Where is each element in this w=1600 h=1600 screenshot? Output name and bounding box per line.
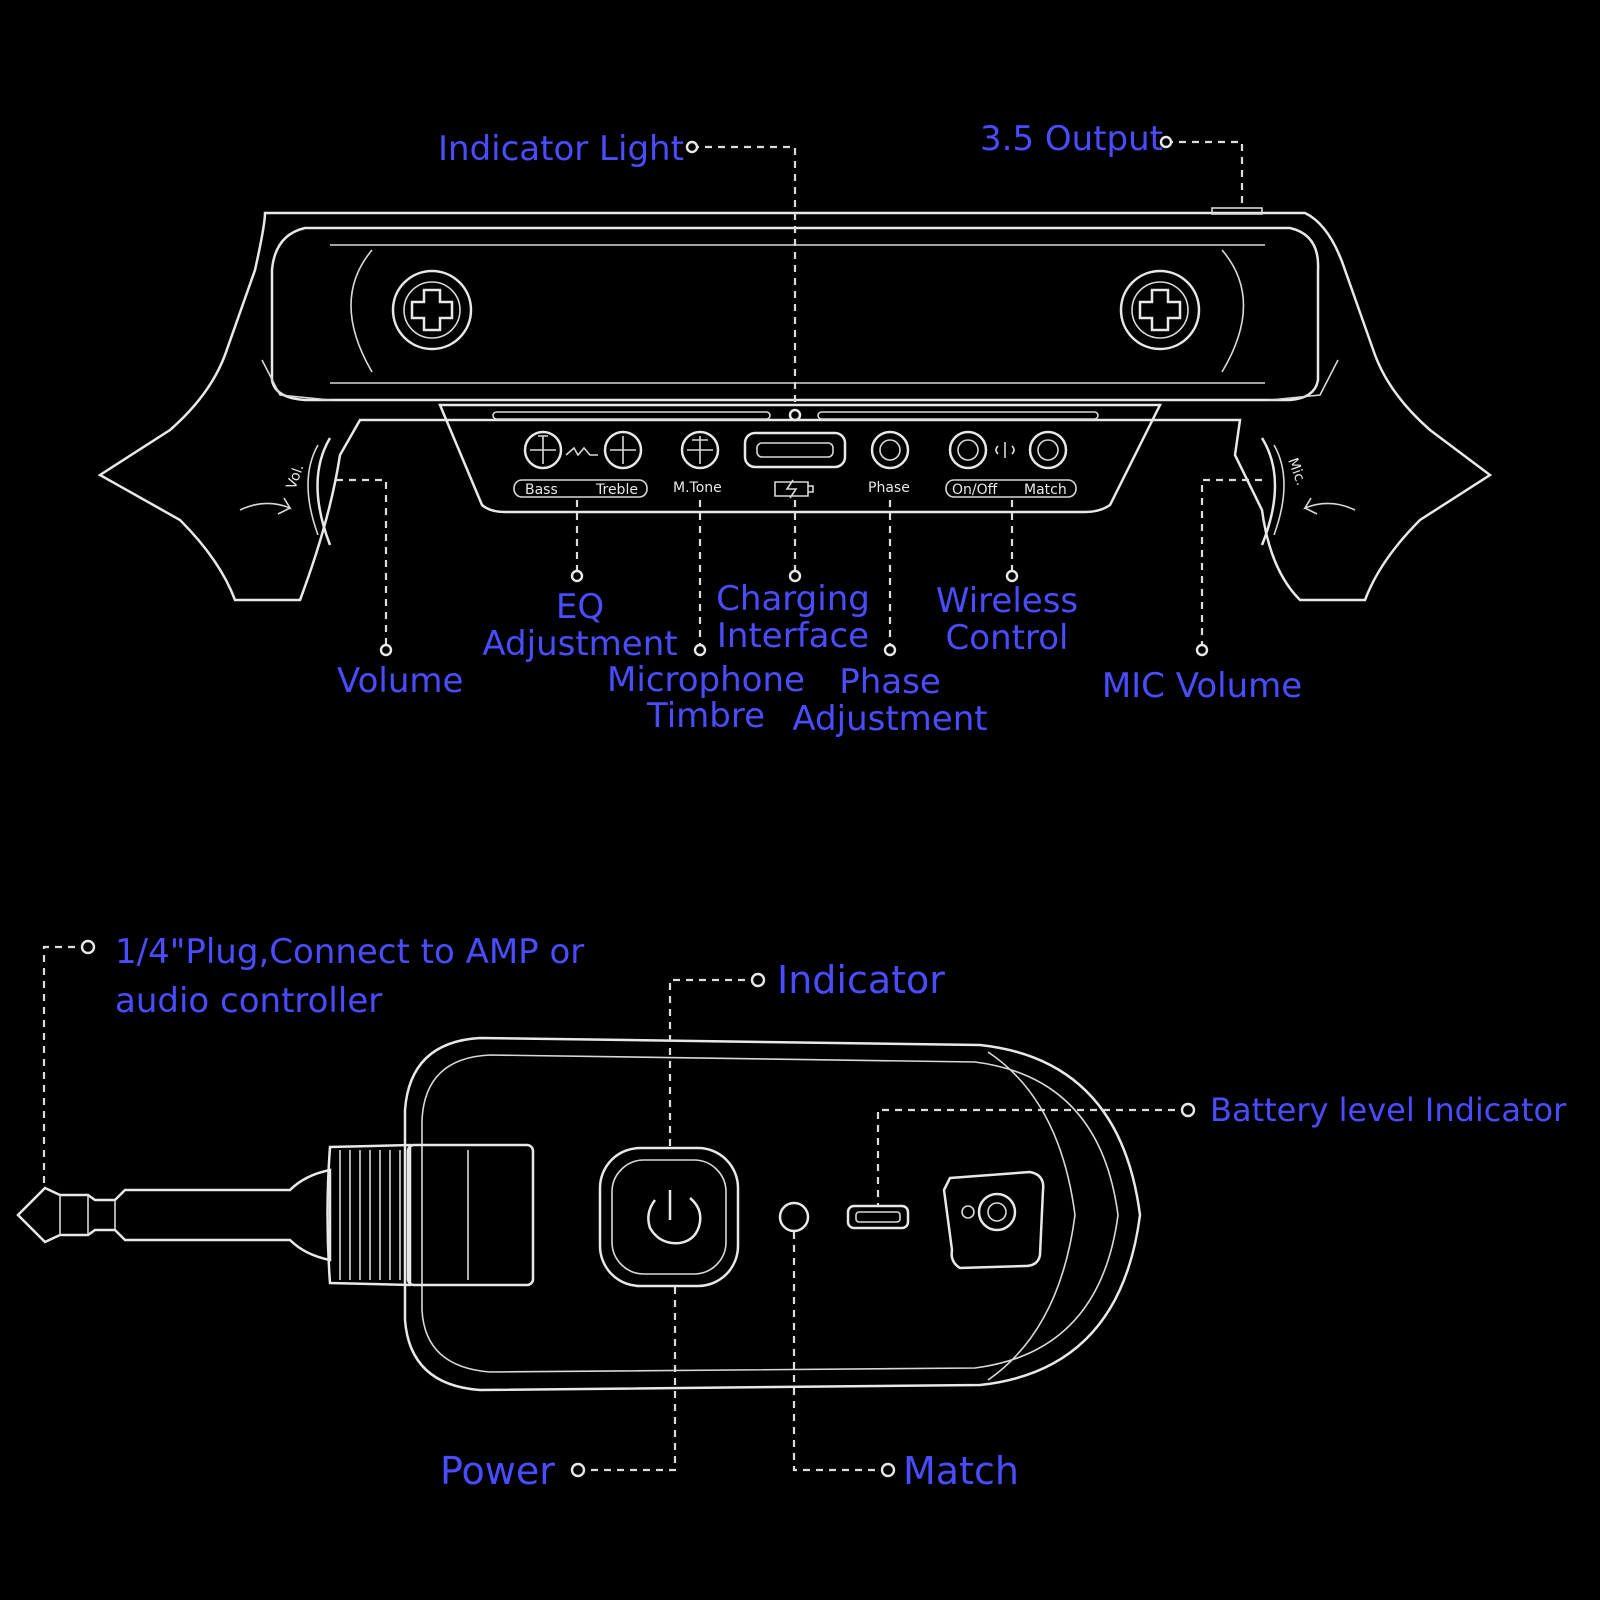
charging-port-icon (743, 431, 847, 469)
knurled-nut (326, 1143, 412, 1287)
eq-label-line1: EQ (556, 587, 604, 627)
phase-panel-label: Phase (868, 480, 910, 496)
receiver-body-outline (97, 211, 1493, 602)
match-panel-label: Match (1024, 482, 1067, 498)
volume-label: Volume (337, 661, 463, 701)
plug-label-line2: audio controller (115, 981, 382, 1021)
mic-wheel-label: Mic. (1284, 456, 1309, 488)
left-screw-icon (391, 269, 473, 351)
plug-housing (406, 1143, 535, 1287)
mic-wheel-icon: Mic. (1260, 437, 1356, 546)
wireless-label-line2: Control (946, 618, 1069, 658)
power-label: Power (440, 1449, 555, 1493)
transmitter-body-outline (403, 1036, 1142, 1392)
battery-charge-icon (774, 479, 814, 499)
bass-knob-icon (523, 430, 563, 470)
indicator-light-label: Indicator Light (438, 129, 684, 169)
output-jack-icon (1211, 207, 1263, 215)
mic-volume-label: MIC Volume (1102, 666, 1302, 706)
transmitter-leader-lines (42, 939, 1196, 1478)
wireless-symbol-icon (995, 442, 1015, 458)
eq-label-line2: Adjustment (482, 624, 677, 664)
onoff-panel-label: On/Off (952, 482, 998, 498)
onoff-button-icon (948, 430, 988, 470)
charging-label-line1: Charging (716, 579, 870, 619)
volume-wheel-icon: Vol. (239, 437, 332, 546)
microphone-label-line2: Timbre (646, 696, 765, 736)
match-button-icon[interactable] (778, 1201, 810, 1233)
plug-label-line1: 1/4"Plug,Connect to AMP or (115, 932, 584, 972)
usb-port-icon (846, 1204, 910, 1230)
phase-button-icon (870, 430, 910, 470)
match-label: Match (903, 1449, 1019, 1493)
phase-label-line2: Adjustment (792, 699, 987, 739)
battery-indicator-panel (942, 1170, 1045, 1270)
receiver-top-housing (270, 226, 1320, 402)
indicator-label: Indicator (777, 958, 945, 1002)
transmitter-device (16, 1036, 1142, 1392)
wireless-label-line1: Wireless (936, 581, 1078, 621)
eq-wave-icon (565, 446, 598, 457)
bass-panel-label: Bass (525, 482, 558, 498)
microphone-label-line1: Microphone (607, 660, 805, 700)
output-35-label: 3.5 Output (980, 119, 1163, 159)
mtone-knob-icon (680, 430, 720, 470)
phase-label-line1: Phase (839, 662, 941, 702)
match-button-icon (1028, 430, 1068, 470)
receiver-leader-lines (336, 135, 1262, 657)
treble-knob-icon (603, 430, 643, 470)
quarter-inch-plug-icon (16, 1168, 332, 1262)
treble-panel-label: Treble (595, 482, 638, 498)
vol-wheel-label: Vol. (284, 462, 308, 491)
power-button-icon[interactable] (598, 1146, 740, 1288)
charging-label-line2: Interface (717, 616, 869, 656)
right-screw-icon (1119, 269, 1201, 351)
battery-level-label: Battery level Indicator (1210, 1091, 1567, 1129)
receiver-control-panel (438, 403, 1163, 514)
indicator-light-icon (788, 408, 802, 422)
mtone-panel-label: M.Tone (673, 480, 722, 496)
